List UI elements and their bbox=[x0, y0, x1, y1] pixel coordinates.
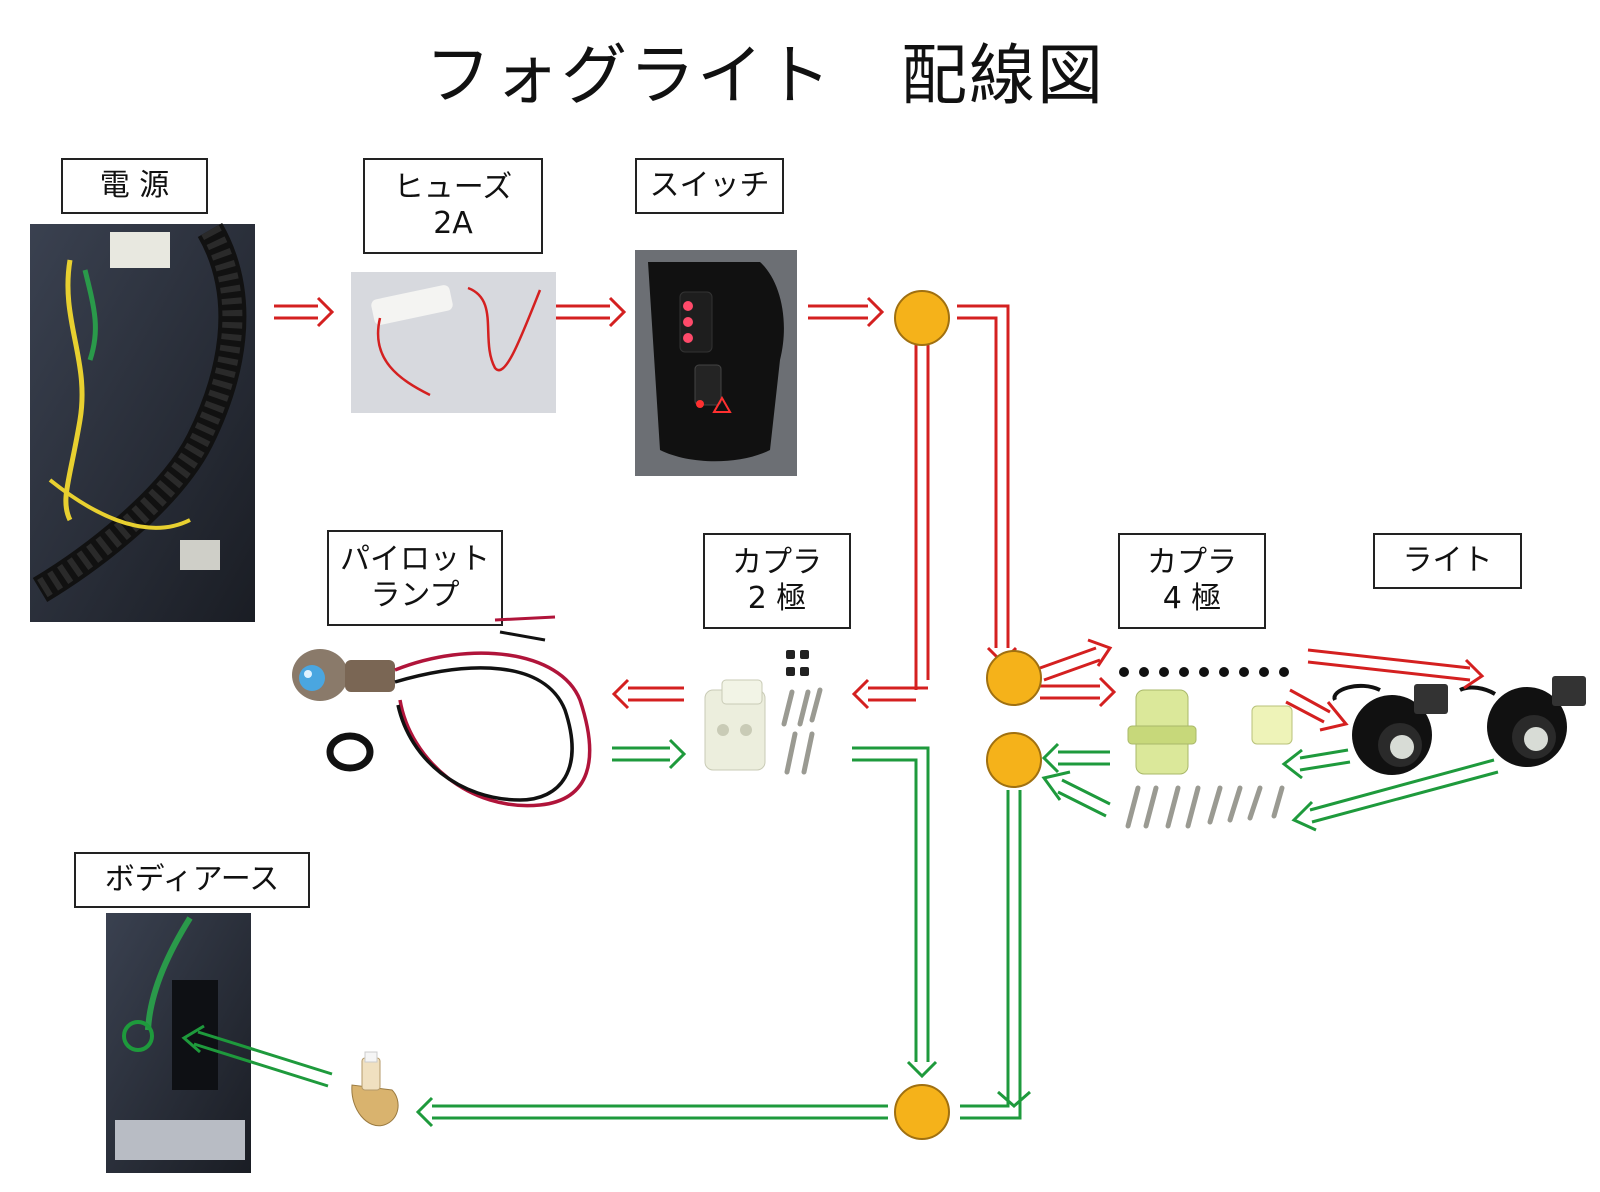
arrow-to-light-2 bbox=[1307, 648, 1471, 682]
arrow-light1-to-coupler bbox=[1299, 748, 1351, 772]
arrow-to-body-earth bbox=[193, 1030, 333, 1088]
arrow-light2-to-pins bbox=[1309, 758, 1499, 824]
label-coupler-4pin: カプラ 4 極 bbox=[1118, 533, 1266, 629]
label-coupler-2pin-line2: 2 極 bbox=[747, 581, 807, 616]
label-switch-line1: スイッチ bbox=[649, 168, 770, 203]
wire-junction-c-down-head bbox=[997, 1090, 1031, 1108]
switch-photo-icon bbox=[635, 250, 797, 476]
arrow-junction-to-4pin-lower-head bbox=[1098, 676, 1117, 708]
arrow-to-coupler-2pin-head bbox=[851, 678, 870, 710]
label-fuse: ヒューズ 2A bbox=[363, 158, 543, 254]
arrow-4pin-to-junction-upper bbox=[1058, 750, 1110, 766]
arrow-to-light-1 bbox=[1285, 688, 1331, 724]
arrow-pilot-to-coupler bbox=[612, 746, 670, 762]
arrow-junction-to-4pin-upper-head bbox=[1087, 638, 1113, 667]
arrow-4pin-to-junction-upper-head bbox=[1041, 742, 1060, 774]
wire-junction-down bbox=[914, 340, 930, 690]
arrow-to-pilot-lamp-head bbox=[611, 678, 630, 710]
label-coupler-2pin-line1: カプラ bbox=[732, 545, 822, 580]
label-coupler-4pin-line2: 4 極 bbox=[1162, 581, 1222, 616]
junction-positive-split bbox=[986, 650, 1042, 706]
label-fuse-line1: ヒューズ bbox=[393, 170, 513, 205]
label-coupler-4pin-line1: カプラ bbox=[1147, 545, 1237, 580]
fog-light-photo-icon bbox=[1332, 676, 1586, 775]
coupler-4pin-photo-icon bbox=[1119, 667, 1293, 829]
arrow-pilot-to-coupler-head bbox=[668, 738, 687, 770]
ring-terminal-icon bbox=[351, 1051, 399, 1127]
coupler-2pin-photo-icon bbox=[704, 650, 823, 775]
label-power-line1: 電 源 bbox=[99, 168, 170, 203]
label-pilot-lamp: パイロット ランプ bbox=[327, 530, 503, 626]
junction-ground-common bbox=[894, 1084, 950, 1140]
arrow-to-coupler-2pin bbox=[868, 686, 928, 702]
arrow-to-body-earth-head bbox=[181, 1024, 205, 1054]
pilot-lamp-photo-icon bbox=[292, 615, 592, 808]
arrow-fuse-to-switch-head bbox=[608, 296, 627, 328]
arrow-to-pilot-lamp bbox=[628, 686, 684, 702]
arrow-4pin-to-junction-lower-head bbox=[1041, 770, 1071, 801]
positive-wires bbox=[274, 296, 1485, 732]
arrow-to-ring-terminal-head bbox=[415, 1096, 434, 1128]
fuse-photo-icon bbox=[351, 272, 556, 413]
junction-switch-output bbox=[894, 290, 950, 346]
label-pilot-lamp-line1: パイロット bbox=[340, 542, 490, 577]
junctions bbox=[894, 290, 1042, 1140]
arrow-switch-to-junction-head bbox=[866, 296, 885, 328]
wire-junction-right-down bbox=[957, 304, 1010, 648]
label-coupler-2pin: カプラ 2 極 bbox=[703, 533, 851, 629]
label-light: ライト bbox=[1373, 533, 1522, 589]
arrow-light1-to-coupler-head bbox=[1281, 748, 1303, 780]
arrow-junction-to-4pin-lower bbox=[1040, 684, 1100, 700]
ground-wires bbox=[181, 738, 1499, 1128]
wire-junction-c-down bbox=[960, 790, 1022, 1120]
arrow-to-light-2-head bbox=[1463, 658, 1485, 690]
arrow-to-ring-terminal bbox=[432, 1104, 888, 1120]
label-body-earth: ボディアース bbox=[74, 852, 310, 908]
arrow-power-to-fuse bbox=[274, 304, 318, 320]
arrow-4pin-to-junction-lower bbox=[1057, 778, 1111, 818]
body-earth-photo-icon bbox=[106, 913, 251, 1173]
arrow-junction-to-4pin-upper bbox=[1039, 646, 1101, 682]
label-switch: スイッチ bbox=[635, 158, 784, 214]
junction-ground-merge bbox=[986, 732, 1042, 788]
label-power: 電 源 bbox=[61, 158, 208, 214]
arrow-fuse-to-switch bbox=[556, 304, 610, 320]
wire-coupler2-down bbox=[852, 746, 930, 1062]
wire-coupler2-down-head bbox=[906, 1060, 938, 1079]
arrow-power-to-fuse-head bbox=[316, 296, 335, 328]
label-pilot-lamp-line2: ランプ bbox=[370, 578, 460, 613]
diagram-title: フォグライト 配線図 bbox=[425, 37, 1105, 114]
arrow-switch-to-junction bbox=[808, 304, 868, 320]
arrow-light2-to-pins-head bbox=[1291, 800, 1317, 832]
label-light-line1: ライト bbox=[1402, 543, 1493, 578]
label-fuse-line2: 2A bbox=[433, 206, 473, 241]
power-photo-icon bbox=[30, 223, 255, 622]
arrow-to-light-1-head bbox=[1319, 701, 1349, 732]
label-body-earth-line1: ボディアース bbox=[104, 862, 280, 897]
